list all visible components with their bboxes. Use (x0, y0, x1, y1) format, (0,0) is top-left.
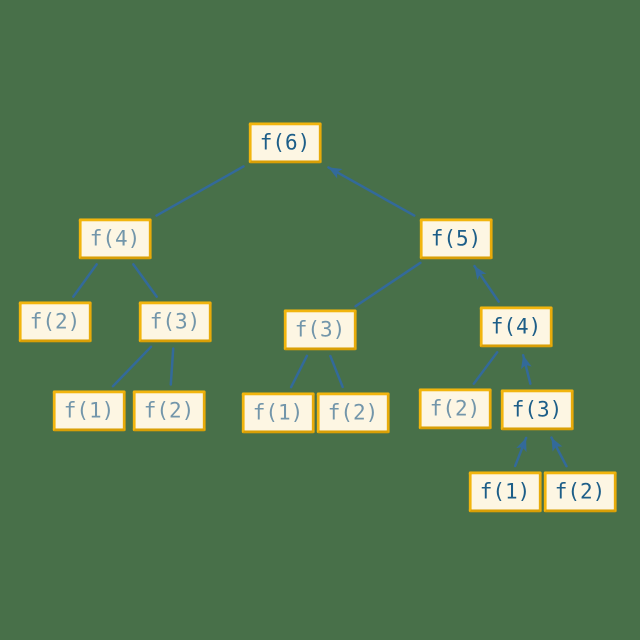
edge-f3M-f1ML (289, 354, 309, 389)
edge-f5-f3M (354, 261, 422, 308)
node-f1RRL: f(1) (468, 471, 542, 513)
edge-f3L-f2LR (169, 347, 175, 386)
node-f6: f(6) (248, 122, 322, 164)
edge-f4L-f2L (72, 263, 98, 298)
node-f2RL: f(2) (418, 388, 492, 430)
node-f1ML: f(1) (241, 392, 315, 434)
edge-f2RRR-f3RR (550, 436, 568, 468)
node-f1LL: f(1) (52, 390, 126, 432)
node-f2LR: f(2) (132, 390, 206, 432)
edge-f4L-f3L (132, 263, 158, 298)
edge-f1RRL-f3RR (513, 436, 528, 468)
node-f4L: f(4) (78, 218, 152, 260)
node-f3L: f(3) (138, 301, 212, 343)
edge-f6-f4L (155, 165, 245, 217)
node-f2L: f(2) (18, 301, 92, 343)
node-f3RR: f(3) (500, 389, 574, 431)
node-f4R: f(4) (479, 306, 553, 348)
node-f2MR: f(2) (316, 392, 390, 434)
edge-f5-f6 (327, 166, 416, 217)
edge-f4R-f2RL (472, 351, 499, 385)
node-f5: f(5) (419, 218, 493, 260)
edge-f3L-f1LL (111, 345, 153, 388)
node-f3M: f(3) (283, 309, 357, 351)
edge-f3RR-f4R (521, 354, 532, 385)
edge-f3M-f2MR (329, 354, 344, 389)
edge-f4R-f5 (473, 264, 500, 303)
node-f2RRR: f(2) (543, 471, 617, 513)
